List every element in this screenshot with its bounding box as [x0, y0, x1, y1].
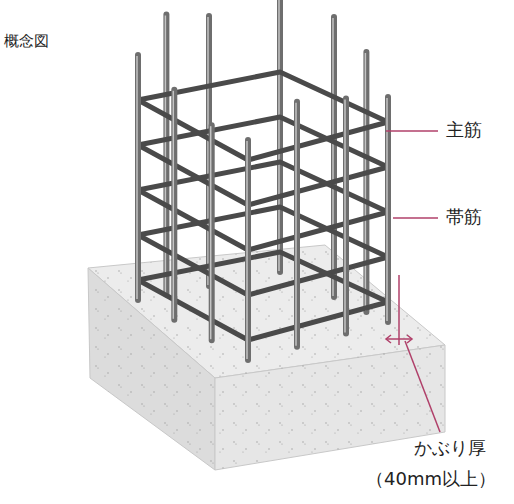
bar-highlight — [365, 53, 367, 311]
main-bar — [294, 102, 300, 347]
leader-line — [405, 341, 440, 432]
concrete-base — [88, 245, 445, 470]
leader-line — [393, 217, 438, 219]
main-bar — [245, 140, 251, 360]
bar-highlight — [136, 56, 138, 299]
main-bar — [135, 55, 141, 300]
base-texture — [215, 345, 445, 470]
main-bar — [171, 90, 177, 320]
leader-lines — [386, 131, 440, 432]
bar-highlight — [278, 0, 280, 271]
bar-highlight — [173, 91, 175, 319]
cover-guide — [398, 275, 400, 345]
base-texture — [88, 268, 215, 470]
bar-highlight — [344, 99, 346, 332]
dimension-label: （40mm以上） — [366, 468, 496, 490]
part-label: 帯筋 — [446, 206, 482, 228]
rebar-cage — [137, 0, 388, 360]
bar-highlight — [332, 18, 334, 296]
arrow-head — [386, 335, 391, 343]
cover-dimension — [386, 338, 412, 340]
main-bar — [363, 52, 369, 312]
main-bar — [331, 17, 337, 297]
arrow-head — [407, 335, 412, 343]
bar-highlight — [210, 126, 212, 339]
main-bar — [209, 125, 215, 340]
figure-title: 概念図 — [4, 32, 49, 50]
cover-label: かぶり厚 — [414, 437, 486, 459]
main-bar — [343, 98, 349, 333]
bar-highlight — [295, 103, 297, 346]
leader-line — [386, 130, 438, 132]
bar-highlight — [246, 141, 248, 359]
main-bar — [277, 0, 283, 272]
bar-highlight — [207, 17, 209, 285]
part-label: 主筋 — [446, 119, 482, 141]
